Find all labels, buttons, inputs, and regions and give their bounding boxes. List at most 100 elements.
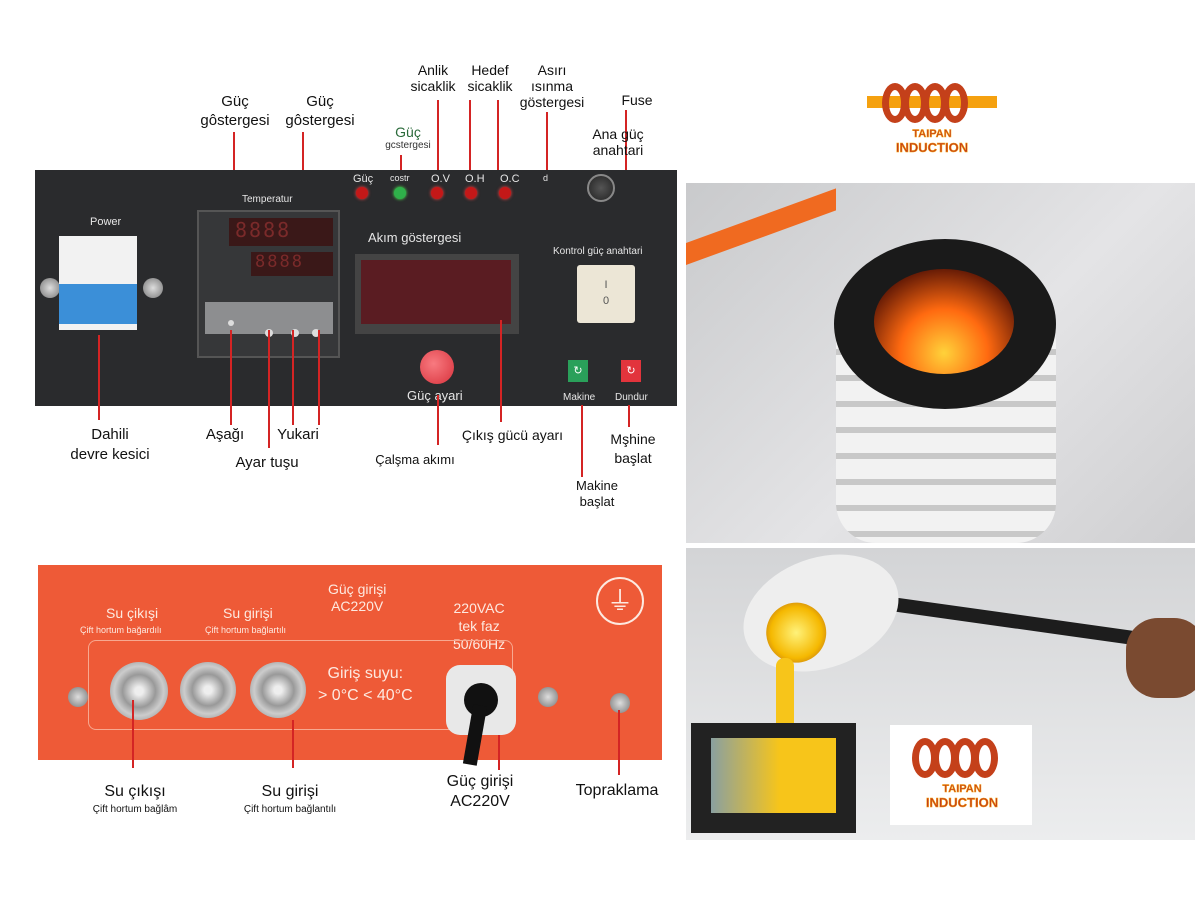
pointer-line xyxy=(268,330,270,448)
hand xyxy=(1126,618,1195,698)
water-inlet-fitting[interactable] xyxy=(250,662,306,718)
stop-button[interactable]: ↻ xyxy=(621,360,641,382)
label-line: Su çıkışı xyxy=(104,783,166,800)
temperatur-label: Temperatur xyxy=(242,194,293,205)
pointer-line xyxy=(500,320,502,422)
label-line: Mşhine xyxy=(610,431,656,447)
giris-suyu: Giriş suyu: > 0°C < 40°C xyxy=(318,663,413,707)
fuse-holder[interactable] xyxy=(587,174,615,202)
label-guc-gostergesi-2: Güç gôstergesi xyxy=(275,92,365,130)
switch-off-mark: 0 xyxy=(602,295,610,307)
label-line: Anlik xyxy=(417,62,449,78)
pointer-line xyxy=(98,335,100,420)
su-girisi-top-sub: Çift hortum bağlartılı xyxy=(205,625,287,635)
label-line: gôstergesi xyxy=(285,112,355,129)
label-line: gcstergesi xyxy=(385,140,431,151)
control-power-switch[interactable]: I 0 xyxy=(577,265,635,323)
logo-top: TAIPAN INDUCTION xyxy=(862,78,1002,168)
label-line: göstergesi xyxy=(519,94,585,110)
label-line: Dahili xyxy=(91,426,129,443)
current-display xyxy=(355,254,519,334)
pointer-line xyxy=(400,155,402,170)
water-fitting[interactable] xyxy=(180,662,236,718)
led-label: O.H xyxy=(465,173,485,185)
display-target-temp: 8888 xyxy=(251,252,333,276)
water-outlet-fitting[interactable] xyxy=(110,662,168,720)
logo-bottom: TAIPAN INDUCTION xyxy=(892,733,1032,823)
screw-icon xyxy=(68,687,88,707)
power-label: Power xyxy=(90,216,122,228)
label-line: > 0°C < 40°C xyxy=(318,687,413,704)
label-line: sicaklik xyxy=(467,78,513,94)
led-label: costr xyxy=(390,173,410,183)
pointer-line xyxy=(318,330,320,425)
display-actual-temp: 8888 xyxy=(229,218,333,246)
circuit-breaker[interactable] xyxy=(59,236,137,330)
breaker-toggle[interactable] xyxy=(59,284,137,324)
label-line: Çift hortum bağlantılı xyxy=(243,804,337,815)
logo-text: TAIPAN xyxy=(912,128,952,141)
pointer-line xyxy=(498,735,500,770)
label-line: Güç xyxy=(221,93,249,110)
guc-ayari-label: Güç ayari xyxy=(407,388,463,403)
pointer-line xyxy=(292,720,294,768)
su-cikisi-top-sub: Çift hortum bağardılı xyxy=(80,625,162,635)
pouring-crucible xyxy=(727,548,915,693)
label-line: Güç girişi xyxy=(328,581,387,597)
label-dahili-devre-kesici: Dahili devre kesici xyxy=(55,425,165,465)
coil-logo-icon xyxy=(912,738,998,778)
label-line: 220VAC xyxy=(453,600,505,616)
label-line: Güç xyxy=(306,93,334,110)
label-line: Güç xyxy=(395,124,421,140)
pointer-line xyxy=(469,100,471,180)
led-label: d xyxy=(543,173,549,183)
su-cikisi-top: Su çikışi xyxy=(106,605,159,621)
screw-icon xyxy=(40,278,60,298)
label-yukari: Yukari xyxy=(277,426,319,443)
logo-text: INDUCTION xyxy=(895,140,969,155)
logo-text: INDUCTION xyxy=(925,795,999,810)
pointer-line xyxy=(618,710,620,775)
ground-symbol-icon: ⏚ xyxy=(596,577,644,625)
label-line: Çift hortum bağlâm xyxy=(92,804,178,815)
power-led xyxy=(356,187,368,199)
button-strip xyxy=(205,302,333,334)
label-line: Giriş suyu: xyxy=(327,665,404,682)
pointer-line xyxy=(437,100,439,180)
up-button[interactable] xyxy=(291,329,299,337)
label-line: AC220V xyxy=(450,793,510,810)
label-asagi: Aşağı xyxy=(205,426,245,443)
label-line: Su girişi xyxy=(261,783,319,800)
mold xyxy=(691,723,856,833)
screw-icon xyxy=(143,278,163,298)
label-line: devre kesici xyxy=(70,446,150,463)
dundur-label: Dundur xyxy=(615,392,648,403)
label-calisma-akimi: Çalşma akımı xyxy=(375,452,455,467)
led-label: Güç xyxy=(353,173,374,185)
control-panel: Power Temperatur 8888 8888 Güç costr O.V… xyxy=(35,170,677,406)
akim-gostergesi-label: Akım göstergesi xyxy=(368,230,462,245)
pointer-line xyxy=(132,700,134,768)
label-line: Makine xyxy=(576,478,618,493)
power-adjust-knob[interactable] xyxy=(420,350,454,384)
down-button[interactable] xyxy=(228,320,234,326)
label-line: AC220V xyxy=(331,598,384,614)
label-line: Güç girişi xyxy=(446,773,514,790)
label-line: Ana güç xyxy=(592,126,644,142)
label-line: başlat xyxy=(579,494,615,509)
start-button[interactable]: ↻ xyxy=(568,360,588,382)
power-cable-gland[interactable] xyxy=(446,665,516,766)
pointer-line xyxy=(292,330,294,425)
label-line: ısınma xyxy=(530,78,573,94)
su-girisi-top: Su girişi xyxy=(223,605,273,621)
pointer-line xyxy=(546,112,548,177)
right-button[interactable] xyxy=(312,329,320,337)
